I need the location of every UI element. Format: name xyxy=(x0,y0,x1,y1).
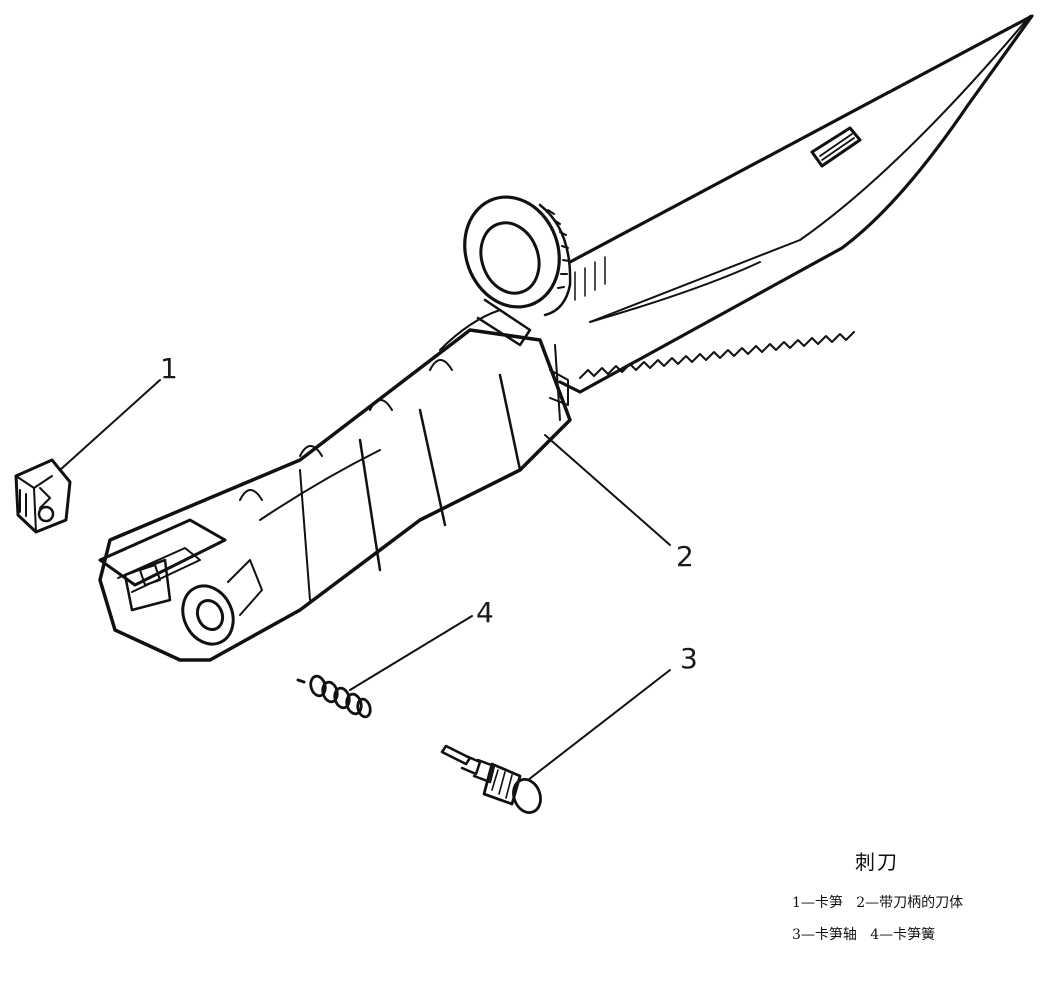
pommel xyxy=(98,518,263,646)
leader-2 xyxy=(544,434,671,546)
callout-3: 3 xyxy=(680,642,698,675)
legend-line-2: 3—卡笋轴 4—卡笋簧 xyxy=(792,927,936,943)
handle xyxy=(98,309,572,662)
legend-line-1: 1—卡笋 2—带刀柄的刀体 xyxy=(792,895,964,911)
leader-4 xyxy=(349,615,473,691)
leader-3 xyxy=(527,669,671,781)
leader-1 xyxy=(59,379,161,471)
caption-title: 刺刀 xyxy=(855,850,899,874)
serrated-edge xyxy=(579,331,855,379)
callout-4: 4 xyxy=(476,596,494,629)
part-4-spring xyxy=(296,674,372,719)
blade-slot xyxy=(810,126,862,168)
callout-1: 1 xyxy=(160,352,178,385)
callout-2: 2 xyxy=(676,540,694,573)
part-3-catch-shaft xyxy=(440,744,542,814)
muzzle-ring xyxy=(463,195,572,347)
blade xyxy=(558,14,1034,394)
part-1-catch xyxy=(14,458,72,534)
callout-leaders xyxy=(59,379,671,781)
